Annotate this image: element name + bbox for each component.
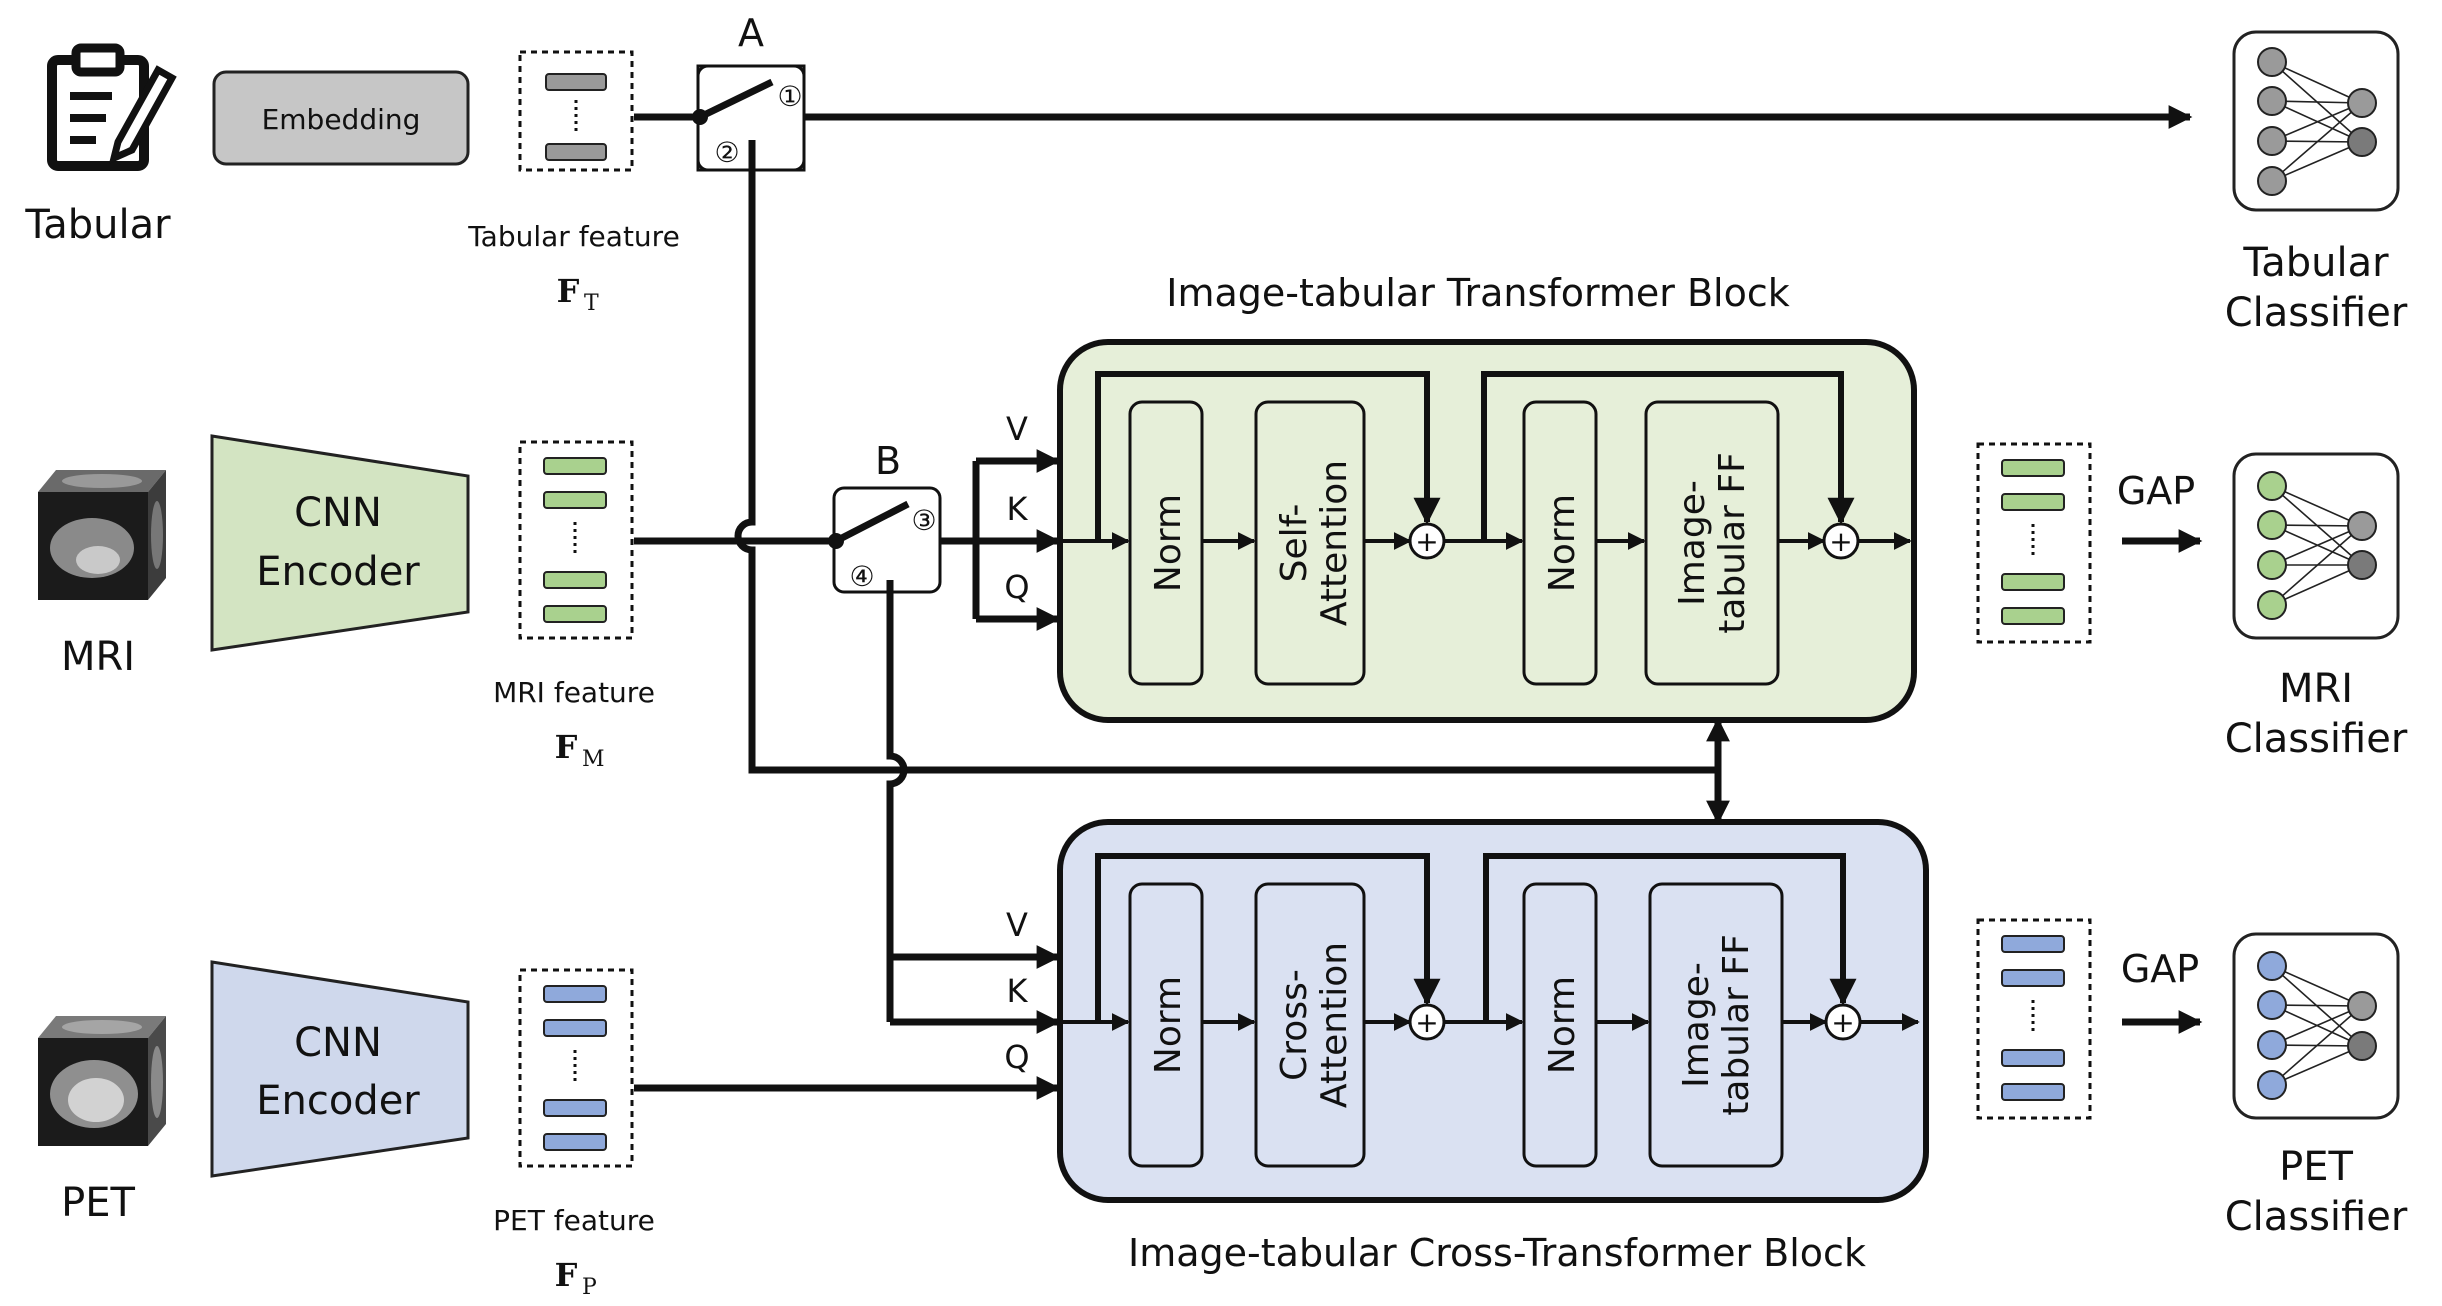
tabular-classifier-icon (2232, 30, 2400, 212)
bottom-norm-1: Norm (1148, 976, 1189, 1074)
switch-a-pos1: ① (777, 80, 802, 113)
mri-encoder-label-1: CNN (294, 490, 382, 536)
top-add-1: + (1415, 525, 1438, 558)
pet-cnn-encoder: CNN Encoder (210, 960, 470, 1178)
tabular-feature-vector (518, 50, 634, 172)
top-norm-2: Norm (1542, 494, 1583, 592)
cross-transformer-block-title: Image-tabular Cross-Transformer Block (1128, 1231, 1866, 1275)
pet-feature-subscript: P (582, 1275, 597, 1300)
mri-classifier-icon (2232, 452, 2400, 640)
bottom-ff-line1: Image- (1676, 962, 1717, 1088)
pet-classifier-icon (2232, 932, 2400, 1120)
bottom-norm-2: Norm (1542, 976, 1583, 1074)
switch-a-pos2: ② (714, 136, 739, 169)
switch-b: B ③ ④ (828, 439, 942, 594)
top-k-label: K (1007, 490, 1029, 528)
pet-output-vector (1976, 918, 2092, 1120)
bottom-q-label: Q (1004, 1038, 1029, 1076)
mri-feature-symbol: F (555, 728, 578, 766)
embedding-module: Embedding (212, 70, 470, 166)
bottom-add-1: + (1415, 1006, 1438, 1039)
embedding-label: Embedding (262, 103, 421, 136)
switch-a: A ① ② (692, 11, 806, 172)
self-attention-line1: Self- (1274, 504, 1315, 583)
mri-feature-label: MRI feature (493, 676, 655, 709)
switch-b-pos3: ③ (911, 504, 936, 537)
mri-volume-icon (38, 470, 166, 600)
pet-feature-vector (518, 968, 634, 1168)
bottom-ff-line2: tabular FF (1716, 934, 1757, 1116)
mri-encoder-label-2: Encoder (256, 549, 420, 595)
pet-feature-symbol: F (555, 1256, 578, 1294)
tabular-classifier-label-1: Tabular (2242, 240, 2389, 286)
top-q-label: Q (1004, 568, 1029, 606)
mri-input-label: MRI (61, 634, 135, 680)
pet-volume-icon (38, 1016, 166, 1146)
mri-feature-vector (518, 440, 634, 640)
pet-classifier-label-2: Classifier (2225, 1194, 2408, 1240)
bottom-k-label: K (1007, 972, 1029, 1010)
switch-b-pos4: ④ (849, 560, 874, 593)
pet-encoder-label-2: Encoder (256, 1078, 420, 1124)
mri-cnn-encoder: CNN Encoder (210, 434, 470, 652)
clipboard-icon (47, 43, 177, 171)
mri-gap-label: GAP (2117, 469, 2195, 513)
pet-encoder-label-1: CNN (294, 1020, 382, 1066)
pet-classifier-label-1: PET (2279, 1144, 2353, 1190)
top-add-2: + (1829, 525, 1852, 558)
tabular-feature-label: Tabular feature (467, 220, 680, 253)
transformer-block-title: Image-tabular Transformer Block (1166, 271, 1790, 315)
cross-attention-line1: Cross- (1274, 969, 1315, 1081)
tabular-feature-subscript: T (584, 291, 599, 316)
top-ff-line1: Image- (1672, 480, 1713, 606)
mri-output-vector (1976, 442, 2092, 644)
pet-feature-label: PET feature (493, 1204, 655, 1237)
bottom-v-label: V (1006, 906, 1028, 944)
top-norm-1: Norm (1148, 494, 1189, 592)
tabular-feature-symbol: F (557, 272, 580, 310)
cross-attention-line2: Attention (1314, 942, 1355, 1108)
top-v-label: V (1006, 410, 1028, 448)
mri-classifier-label-2: Classifier (2225, 716, 2408, 762)
top-ff-line2: tabular FF (1712, 452, 1753, 634)
pet-gap-label: GAP (2121, 947, 2199, 991)
switch-b-label: B (875, 439, 901, 483)
tabular-input-label: Tabular (24, 202, 171, 248)
mri-feature-subscript: M (582, 747, 605, 772)
image-tabular-transformer-block: + + Norm Self- Attention Norm Image- tab… (1057, 339, 1917, 723)
tabular-classifier-label-2: Classifier (2225, 290, 2408, 336)
switch-a-label: A (738, 11, 764, 55)
pet-input-label: PET (61, 1180, 135, 1226)
mri-classifier-label-1: MRI (2279, 666, 2353, 712)
connections (634, 105, 2203, 1100)
self-attention-line2: Attention (1314, 460, 1355, 626)
bottom-add-2: + (1831, 1006, 1854, 1039)
image-tabular-cross-transformer-block: + + Norm Cross- Attention Norm Image- ta… (1057, 819, 1929, 1203)
